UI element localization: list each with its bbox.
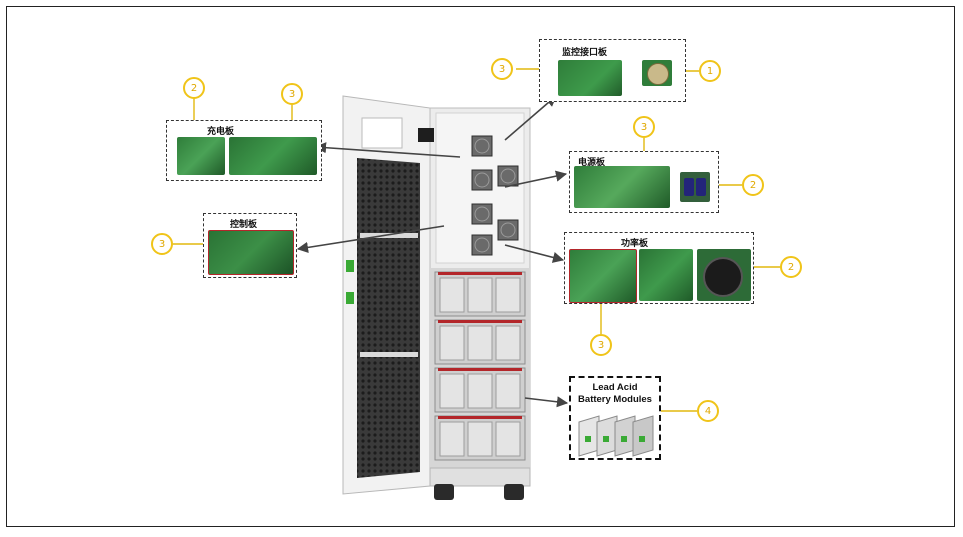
power-board-title: 功率板 — [621, 239, 649, 249]
pointer-arrows — [296, 95, 569, 408]
battery-trays-in-cabinet — [434, 271, 526, 461]
battery-modules-title-line2: Battery Modules — [578, 394, 652, 405]
badge-power-right: 2 — [780, 256, 802, 278]
capacitor-image — [680, 172, 710, 202]
power-supply-board-callout: 电源板 — [569, 151, 719, 213]
power-board-pcb-image-1 — [569, 249, 637, 303]
battery-modules-title-line1: Lead Acid — [592, 382, 638, 393]
badge-monitor-left: 3 — [491, 58, 513, 80]
badge-psu-right: 2 — [742, 174, 764, 196]
monitor-interface-board-callout: 监控接口板 — [539, 39, 686, 102]
monitor-board-pcb-image — [558, 60, 622, 96]
badge-psu-top: 3 — [633, 116, 655, 138]
control-board-callout: 控制板 — [203, 213, 297, 278]
badge-charger-right: 3 — [281, 83, 303, 105]
control-board-pcb-image — [208, 230, 294, 275]
badge-control-left: 3 — [151, 233, 173, 255]
charger-board-title: 充电板 — [207, 127, 235, 137]
coin-battery-image — [642, 60, 672, 86]
power-supply-pcb-image — [574, 166, 670, 208]
battery-modules-callout: Lead Acid Battery Modules — [569, 376, 661, 460]
badge-monitor-right: 1 — [699, 60, 721, 82]
control-board-title: 控制板 — [230, 220, 258, 230]
diagram-frame — [6, 6, 955, 527]
cabinet-door — [342, 95, 431, 495]
battery-modules-image — [578, 415, 654, 457]
power-supply-board-title: 电源板 — [578, 158, 606, 168]
power-board-pcb-image-2 — [639, 249, 693, 301]
charger-board-callout: 充电板 — [166, 120, 322, 181]
power-board-callout: 功率板 — [564, 232, 754, 304]
badge-charger-left: 2 — [183, 77, 205, 99]
cabinet-body — [418, 107, 531, 500]
badge-power-bottom: 3 — [590, 334, 612, 356]
charger-board-pcb-image-1 — [177, 137, 225, 175]
charger-board-pcb-image-2 — [229, 137, 317, 175]
monitor-board-title: 监控接口板 — [562, 48, 608, 58]
badge-battery-right: 4 — [697, 400, 719, 422]
power-board-pcb-image-3 — [697, 249, 751, 301]
